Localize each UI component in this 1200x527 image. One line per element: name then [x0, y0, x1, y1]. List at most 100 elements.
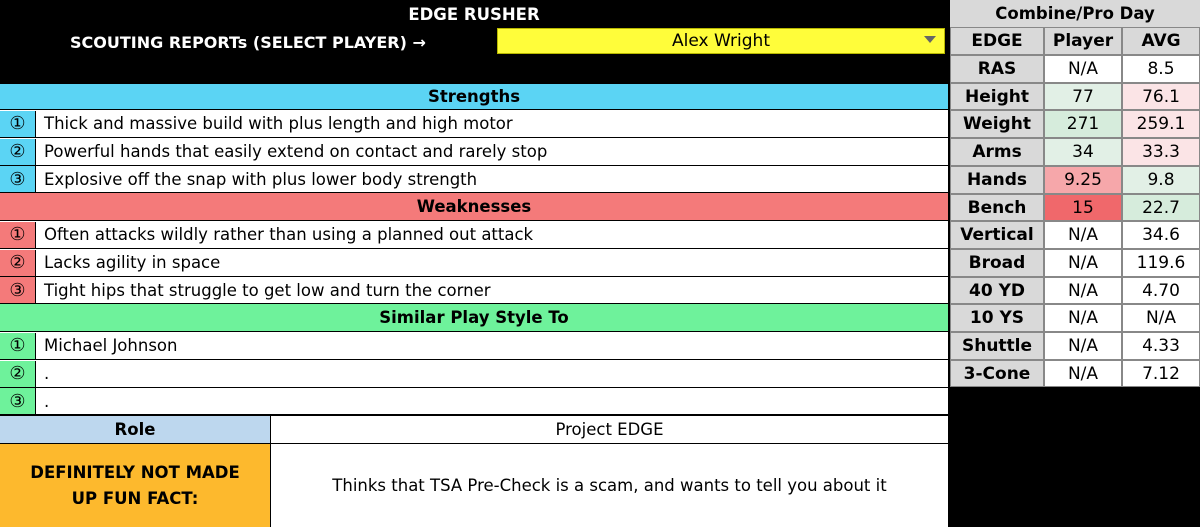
avg-value-cell: 259.1 [1122, 110, 1200, 138]
avg-value-cell-text: 9.8 [1147, 170, 1175, 190]
similar-player-text: . [44, 391, 50, 411]
metric-cell-text: RAS [977, 59, 1017, 79]
avg-value-cell: 33.3 [1122, 138, 1200, 166]
avg-value-cell-text: 259.1 [1136, 114, 1186, 134]
player-value-cell: N/A [1044, 332, 1122, 360]
number-three-icon: ③ [0, 277, 36, 303]
weaknesses-heading-text: Weaknesses [416, 197, 532, 216]
player-value-cell-text: N/A [1067, 225, 1099, 245]
similar-player-text: . [44, 364, 50, 383]
strength-text: Thick and massive build with plus length… [44, 114, 513, 133]
number-one-icon: ① [0, 221, 36, 248]
scouting-label: SCOUTING REPORTs (SELECT PLAYER) → [70, 28, 490, 56]
column-header-player: Player [1044, 27, 1122, 55]
number-one-icon: ① [0, 332, 36, 359]
metric-cell-text: Bench [967, 197, 1027, 218]
player-value-cell: 34 [1044, 138, 1122, 166]
similar-heading: Similar Play Style To [0, 304, 948, 332]
metric-cell: Vertical [950, 221, 1044, 249]
chevron-down-icon[interactable] [924, 36, 936, 43]
strength-text: Explosive off the snap with plus lower b… [44, 169, 478, 189]
avg-value-cell-text: 4.33 [1142, 336, 1180, 356]
avg-value-cell: 22.7 [1122, 194, 1200, 221]
fun-fact-value-text: Thinks that TSA Pre-Check is a scam, and… [332, 476, 887, 495]
avg-value-cell: 4.70 [1122, 277, 1200, 304]
player-value-cell-text: N/A [1067, 280, 1099, 301]
player-value-cell-text: N/A [1067, 253, 1099, 273]
avg-value-cell: 34.6 [1122, 221, 1200, 249]
number-one-icon: ① [0, 110, 36, 137]
weakness-text: Lacks agility in space [44, 253, 221, 272]
column-header-text: Player [1052, 31, 1114, 51]
player-value-cell-text: 77 [1072, 86, 1094, 107]
avg-value-cell-text: 7.12 [1142, 363, 1180, 384]
avg-value-cell: 9.8 [1122, 166, 1200, 194]
combine-title-text: Combine/Pro Day [995, 4, 1155, 23]
list-item: ② . [0, 360, 948, 388]
scouting-label-text: SCOUTING REPORTs (SELECT PLAYER) → [70, 32, 426, 52]
avg-value-cell-text: N/A [1145, 308, 1177, 328]
strengths-heading-text: Strengths [427, 87, 521, 106]
number-three-icon: ③ [0, 388, 36, 414]
player-value-cell: N/A [1044, 249, 1122, 277]
metric-cell-text: Arms [972, 142, 1022, 162]
metric-cell: RAS [950, 55, 1044, 83]
metric-cell-text: 10 YS [969, 308, 1025, 328]
combine-title: Combine/Pro Day [950, 0, 1200, 27]
role-value: Project EDGE [271, 416, 948, 443]
avg-value-cell: N/A [1122, 304, 1200, 332]
player-value-cell: N/A [1044, 360, 1122, 387]
list-item: ① Often attacks wildly rather than using… [0, 221, 948, 249]
number-two-icon: ② [0, 249, 36, 276]
metric-cell-text: 40 YD [969, 280, 1025, 301]
number-three-icon: ③ [0, 166, 36, 192]
player-value-cell-text: N/A [1067, 363, 1099, 384]
avg-value-cell-text: 34.6 [1142, 225, 1180, 245]
fun-fact-value: Thinks that TSA Pre-Check is a scam, and… [271, 443, 948, 527]
player-value-cell-text: N/A [1067, 308, 1099, 328]
role-label-text: Role [114, 420, 156, 439]
avg-value-cell-text: 33.3 [1142, 142, 1180, 162]
metric-cell: Height [950, 83, 1044, 110]
player-value-cell: N/A [1044, 221, 1122, 249]
player-value-cell-text: 34 [1072, 142, 1094, 162]
column-header-text: AVG [1141, 31, 1181, 51]
avg-value-cell-text: 4.70 [1142, 280, 1180, 301]
avg-value-cell: 8.5 [1122, 55, 1200, 83]
avg-value-cell: 4.33 [1122, 332, 1200, 360]
weakness-text: Tight hips that struggle to get low and … [44, 280, 491, 300]
player-value-cell-text: 271 [1066, 114, 1100, 134]
player-select[interactable]: Alex Wright [497, 28, 945, 54]
metric-cell: Weight [950, 110, 1044, 138]
column-header-text: EDGE [971, 31, 1023, 51]
player-value-cell-text: 9.25 [1064, 170, 1102, 190]
player-value-cell: 77 [1044, 83, 1122, 110]
metric-cell-text: Weight [963, 114, 1031, 134]
list-item: ③ Explosive off the snap with plus lower… [0, 166, 948, 193]
avg-value-cell-text: 76.1 [1142, 86, 1180, 107]
list-item: ② Lacks agility in space [0, 249, 948, 277]
metric-cell: Arms [950, 138, 1044, 166]
page-title-text: EDGE RUSHER [408, 4, 540, 24]
number-two-icon: ② [0, 360, 36, 387]
metric-cell: 10 YS [950, 304, 1044, 332]
metric-cell-text: Shuttle [961, 336, 1033, 356]
metric-cell-text: Hands [966, 170, 1028, 190]
metric-cell-text: Height [965, 86, 1029, 107]
weaknesses-heading: Weaknesses [0, 193, 948, 221]
role-label: Role [0, 416, 271, 443]
player-value-cell: 271 [1044, 110, 1122, 138]
player-value-cell: N/A [1044, 277, 1122, 304]
list-item: ① Michael Johnson [0, 332, 948, 360]
metric-cell-text: 3-Cone [963, 363, 1031, 384]
metric-cell-text: Broad [968, 253, 1026, 273]
player-select-value: Alex Wright [672, 31, 770, 51]
metric-cell: Hands [950, 166, 1044, 194]
metric-cell: Broad [950, 249, 1044, 277]
fun-fact-label: DEFINITELY NOT MADE UP FUN FACT: [0, 443, 271, 527]
list-item: ② Powerful hands that easily extend on c… [0, 138, 948, 166]
player-value-cell-text: N/A [1067, 336, 1099, 356]
list-item: ① Thick and massive build with plus leng… [0, 110, 948, 138]
list-item: ③ . [0, 388, 948, 415]
similar-heading-text: Similar Play Style To [379, 308, 569, 327]
